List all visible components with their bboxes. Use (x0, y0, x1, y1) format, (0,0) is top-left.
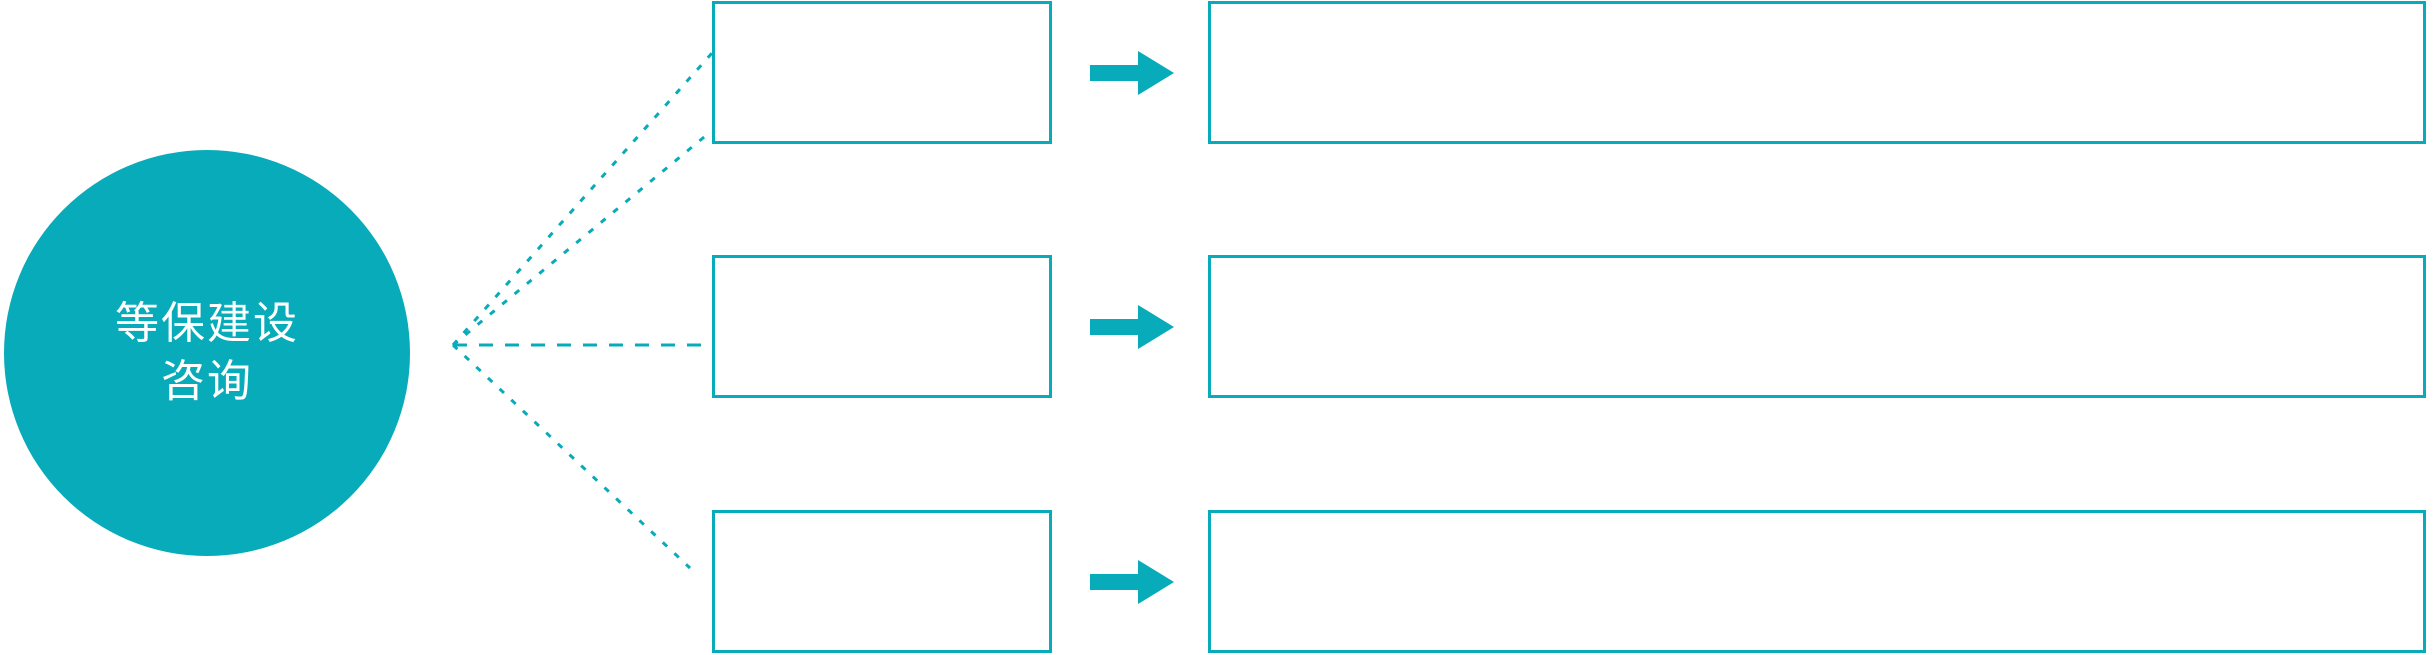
flow-row (0, 510, 2434, 653)
hub-circle[interactable]: 等保建设 咨询 (4, 150, 410, 556)
hub-label-line-2: 咨询 (161, 357, 253, 406)
arrow-right-icon (1090, 51, 1174, 95)
stage-box[interactable] (712, 255, 1052, 398)
hub-label-line-1: 等保建设 (115, 298, 299, 348)
flow-row (0, 1, 2434, 144)
arrow-right-icon (1090, 560, 1174, 604)
detail-box[interactable] (1208, 510, 2426, 653)
detail-box[interactable] (1208, 255, 2426, 398)
flow-row (0, 255, 2434, 398)
stage-box[interactable] (712, 1, 1052, 144)
arrow-right-icon (1090, 305, 1174, 349)
stage-box[interactable] (712, 510, 1052, 653)
detail-box[interactable] (1208, 1, 2426, 144)
